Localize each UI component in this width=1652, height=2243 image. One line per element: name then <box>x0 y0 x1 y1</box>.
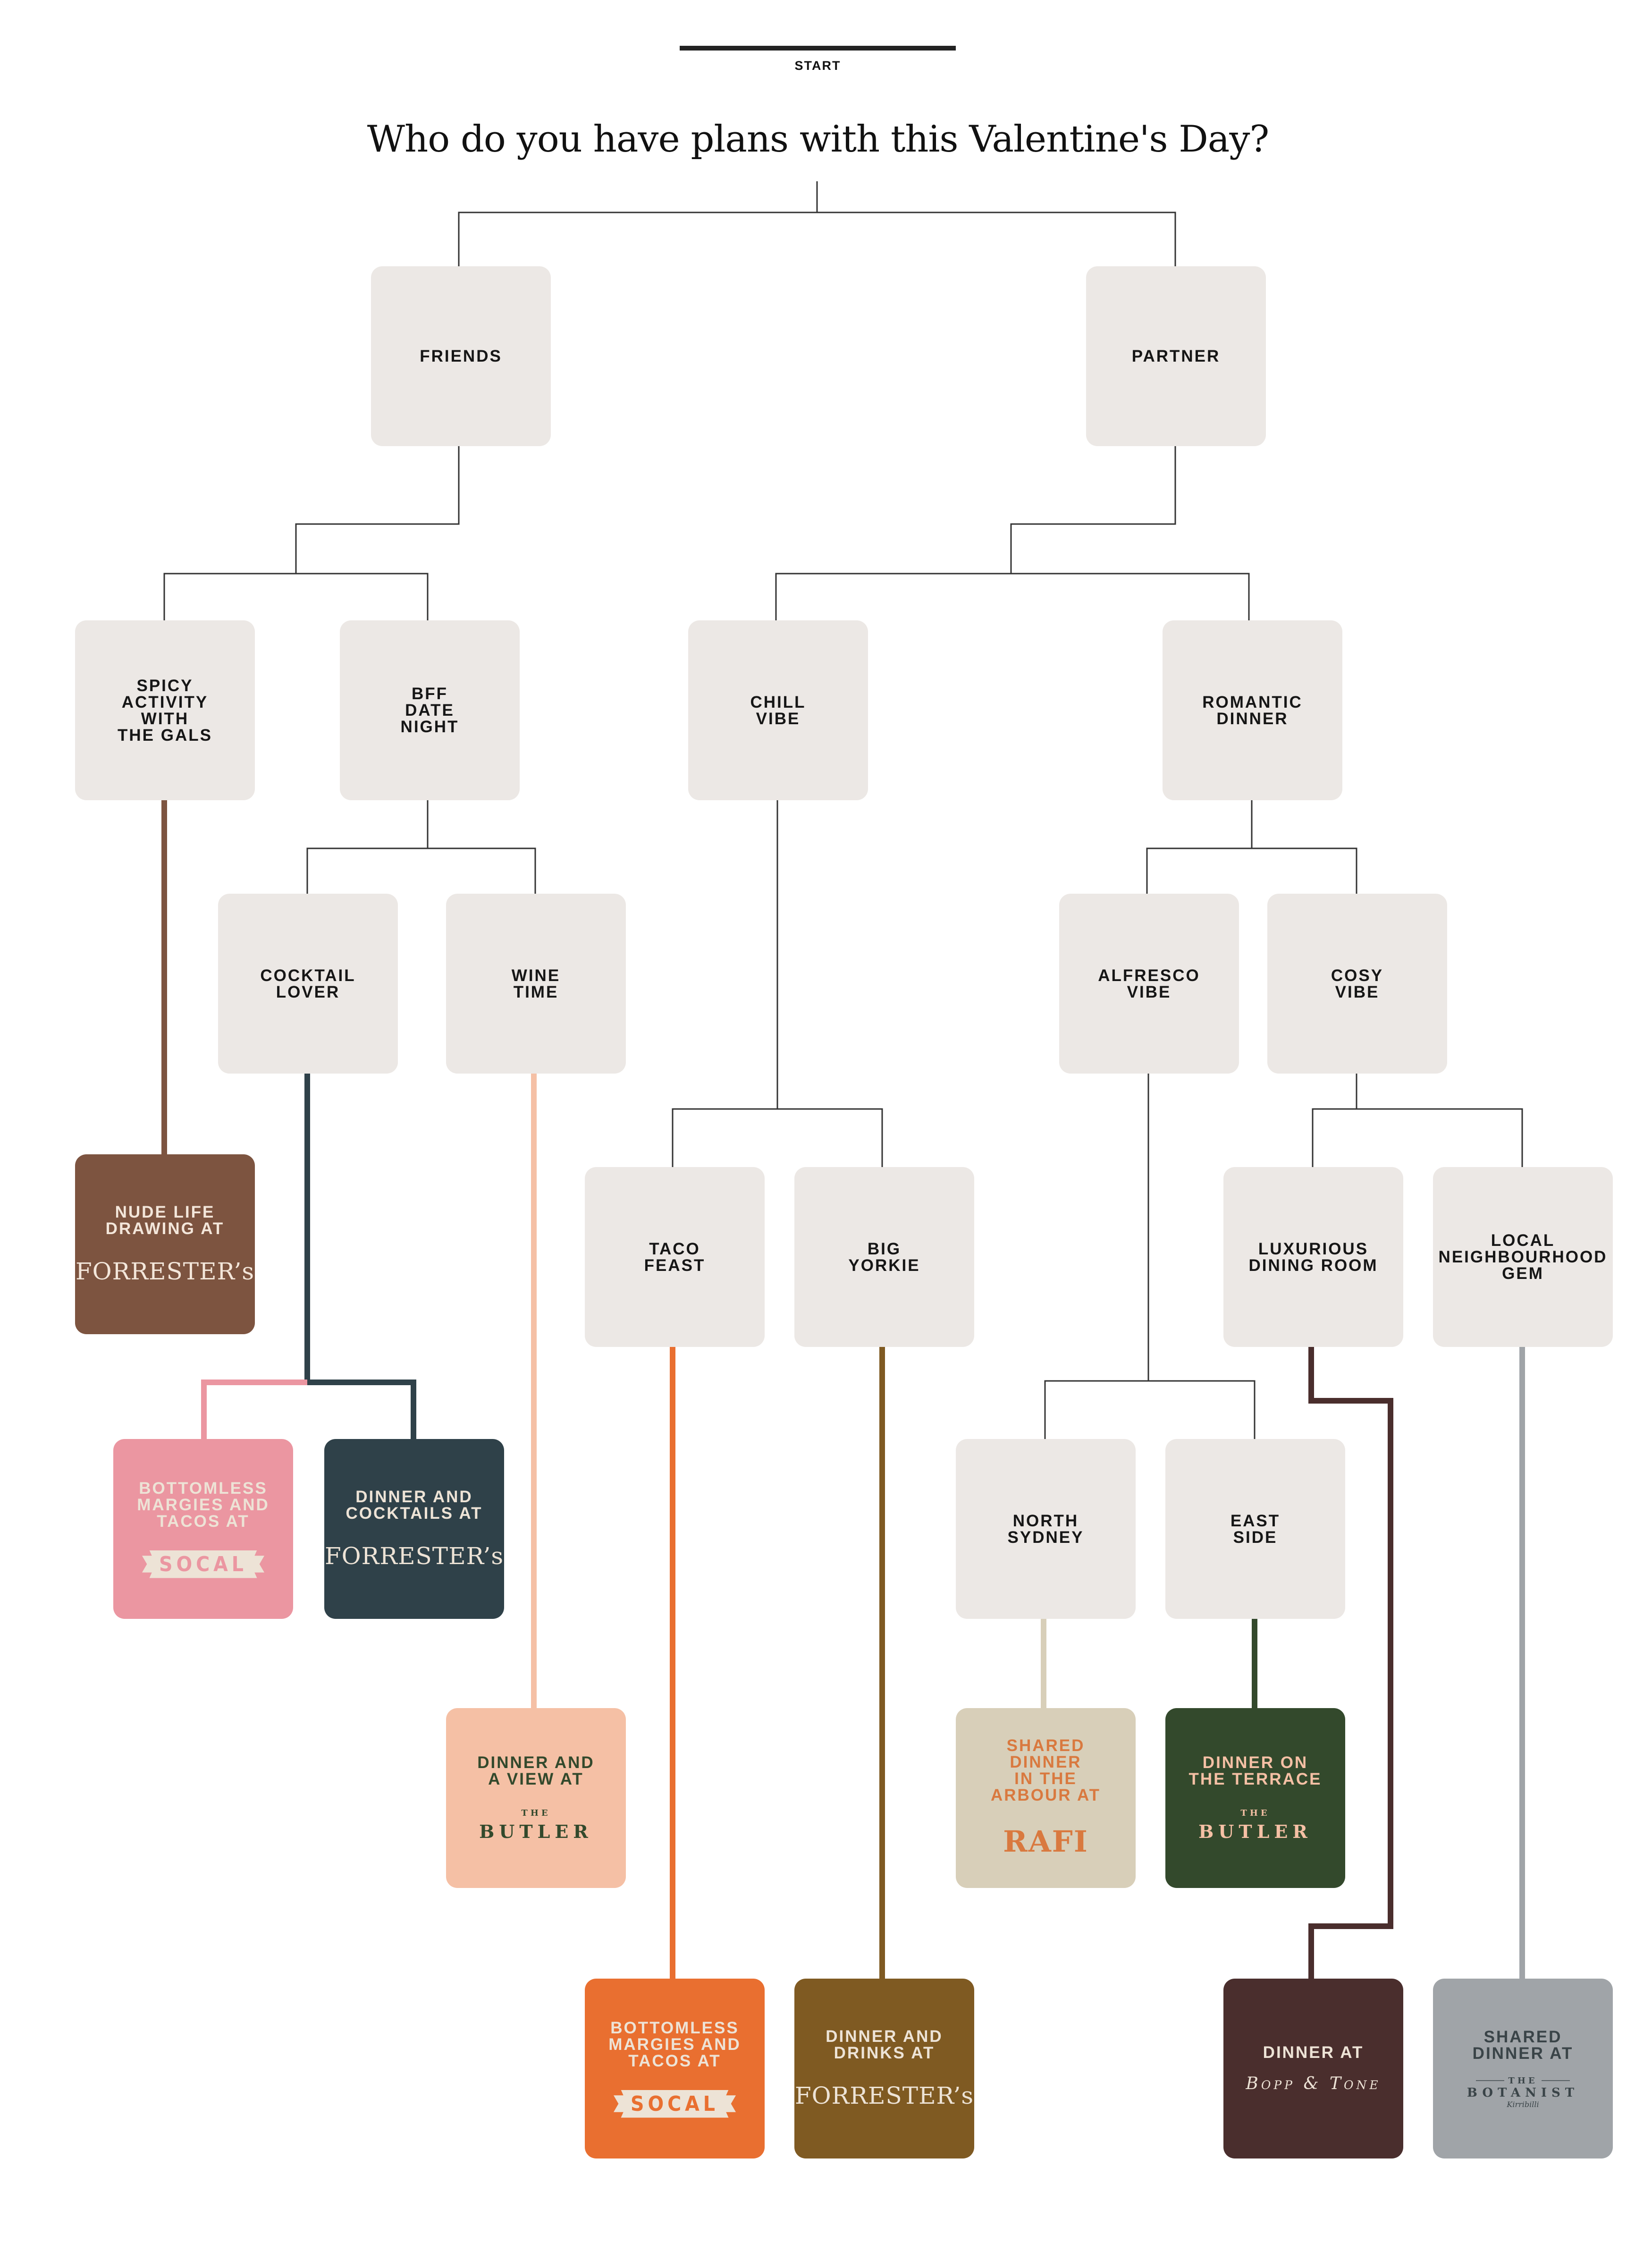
decision-node-taco[interactable]: TACO FEAST <box>585 1167 765 1347</box>
venue-logo-forresters: FORRESTER’s <box>325 1542 504 1570</box>
node-label: LUXURIOUS DINING ROOM <box>1248 1239 1378 1275</box>
logo-the-row: THE <box>1467 2076 1579 2086</box>
decision-node-cocktail[interactable]: COCKTAIL LOVER <box>218 894 398 1074</box>
node-label: LOCAL NEIGHBOURHOOD GEM <box>1438 1231 1608 1283</box>
logo-text: FORRESTER’s <box>794 2082 974 2109</box>
rule <box>1476 2080 1505 2081</box>
start-bar <box>680 46 956 51</box>
decision-node-luxurious[interactable]: LUXURIOUS DINING ROOM <box>1223 1167 1403 1347</box>
result-card-nude[interactable]: NUDE LIFE DRAWING AT FORRESTER’s <box>75 1154 255 1334</box>
result-card-view[interactable]: DINNER AND A VIEW AT THE BUTLER <box>446 1708 626 1888</box>
result-card-rafi[interactable]: SHARED DINNER IN THE ARBOUR AT RAFI <box>956 1708 1136 1888</box>
result-label: BOTTOMLESS MARGIES AND TACOS AT <box>608 2018 741 2070</box>
result-label: SHARED DINNER IN THE ARBOUR AT <box>990 1736 1101 1804</box>
result-label: DINNER ON THE TERRACE <box>1188 1753 1322 1788</box>
decision-node-partner[interactable]: PARTNER <box>1086 266 1266 446</box>
connector-partner <box>1010 446 1176 574</box>
decision-node-bff[interactable]: BFF DATE NIGHT <box>340 620 520 800</box>
logo-text: SOCAL <box>142 1550 265 1578</box>
result-label: NUDE LIFE DRAWING AT <box>105 1202 225 1238</box>
decision-node-chill[interactable]: CHILL VIBE <box>688 620 868 800</box>
decision-node-cosy[interactable]: COSY VIBE <box>1267 894 1447 1074</box>
result-label: DINNER AND A VIEW AT <box>477 1753 595 1788</box>
decision-node-north[interactable]: NORTH SYDNEY <box>956 1439 1136 1619</box>
decision-node-local[interactable]: LOCAL NEIGHBOURHOOD GEM <box>1433 1167 1613 1347</box>
decision-node-wine[interactable]: WINE TIME <box>446 894 626 1074</box>
path-socal-pink <box>201 1380 307 1439</box>
result-card-socal_orange[interactable]: BOTTOMLESS MARGIES AND TACOS AT SOCAL <box>585 1979 765 2158</box>
connector-partner-split <box>775 573 1250 620</box>
node-label: BIG YORKIE <box>848 1239 920 1275</box>
decision-node-spicy[interactable]: SPICY ACTIVITY WITH THE GALS <box>75 620 255 800</box>
node-label: WINE TIME <box>511 966 561 1001</box>
venue-logo-forresters: FORRESTER’s <box>76 1258 254 1285</box>
venue-logo-socal: SOCAL <box>142 1550 265 1578</box>
logo-sub-text: Kirribilli <box>1507 2099 1539 2109</box>
node-label: NORTH SYDNEY <box>1007 1511 1084 1547</box>
connector-chill-split <box>672 1108 883 1167</box>
logo-text: Bopp & Tone <box>1246 2074 1381 2093</box>
node-label: ALFRESCO VIBE <box>1098 966 1200 1001</box>
path-bopp <box>1308 1347 1393 1979</box>
result-label: DINNER AND COCKTAILS AT <box>346 1487 483 1523</box>
logo-text: BUTLER <box>1198 1820 1312 1842</box>
path-cocktails <box>304 1074 416 1439</box>
node-label: FRIENDS <box>420 347 502 365</box>
result-label: SHARED DINNER AT <box>1472 2027 1574 2063</box>
node-label: COSY VIBE <box>1331 966 1384 1001</box>
decision-node-romantic[interactable]: ROMANTIC DINNER <box>1163 620 1342 800</box>
decision-node-friends[interactable]: FRIENDS <box>371 266 551 446</box>
connector-romantic-split <box>1146 847 1357 894</box>
venue-logo-rafi: RAFI <box>1003 1824 1088 1859</box>
logo-text: FORRESTER’s <box>75 1257 255 1285</box>
result-card-terrace[interactable]: DINNER ON THE TERRACE THE BUTLER <box>1165 1708 1345 1888</box>
decision-node-yorkie[interactable]: BIG YORKIE <box>794 1167 974 1347</box>
logo-text: RAFI <box>1003 1824 1088 1859</box>
node-label: TACO FEAST <box>644 1239 706 1275</box>
start-label: START <box>794 59 841 73</box>
node-label: BFF DATE NIGHT <box>400 685 459 736</box>
logo-text: SOCAL <box>613 2090 736 2118</box>
result-card-cocktails[interactable]: DINNER AND COCKTAILS AT FORRESTER’s <box>324 1439 504 1619</box>
venue-logo-forresters: FORRESTER’s <box>795 2082 974 2109</box>
venue-logo-bopp: Bopp & Tone <box>1246 2061 1381 2093</box>
result-label: BOTTOMLESS MARGIES AND TACOS AT <box>137 1479 270 1531</box>
result-card-bopp[interactable]: DINNER AT Bopp & Tone <box>1223 1979 1403 2158</box>
decision-node-alfresco[interactable]: ALFRESCO VIBE <box>1059 894 1239 1074</box>
venue-logo-socal: SOCAL <box>613 2090 736 2118</box>
logo-small-text: THE <box>1508 2075 1538 2086</box>
result-card-socal_pink[interactable]: BOTTOMLESS MARGIES AND TACOS AT SOCAL <box>113 1439 293 1619</box>
logo-small-text: THE <box>521 1808 551 1818</box>
logo-small-text: THE <box>1240 1808 1270 1818</box>
decision-node-east[interactable]: EAST SIDE <box>1165 1439 1345 1619</box>
node-label: ROMANTIC DINNER <box>1202 693 1303 728</box>
connector-cosy-split <box>1312 1108 1523 1167</box>
logo-text: FORRESTER’s <box>324 1542 504 1570</box>
connector-bff-split <box>306 847 536 894</box>
node-label: SPICY ACTIVITY WITH THE GALS <box>118 676 212 745</box>
node-label: CHILL VIBE <box>750 693 806 728</box>
node-label: EAST SIDE <box>1230 1511 1281 1547</box>
logo-text: BOTANIST <box>1467 2085 1579 2100</box>
connector-alfresco-split <box>1044 1380 1256 1439</box>
result-label: DINNER AND DRINKS AT <box>826 2027 943 2062</box>
result-card-drinks[interactable]: DINNER AND DRINKS AT FORRESTER’s <box>794 1979 974 2158</box>
connector-friends <box>295 446 460 574</box>
venue-logo-butler: THE BUTLER <box>1198 1808 1312 1842</box>
connector-friends-split <box>163 573 429 620</box>
venue-logo-butler: THE BUTLER <box>479 1808 593 1842</box>
result-label: DINNER AT <box>1263 2043 1364 2062</box>
rule <box>1541 2080 1570 2081</box>
logo-text: BUTLER <box>479 1820 593 1842</box>
page-title: Who do you have plans with this Valentin… <box>367 118 1269 161</box>
node-label: PARTNER <box>1131 347 1221 365</box>
node-label: COCKTAIL LOVER <box>260 966 356 1001</box>
connector-start-split <box>458 212 1176 266</box>
